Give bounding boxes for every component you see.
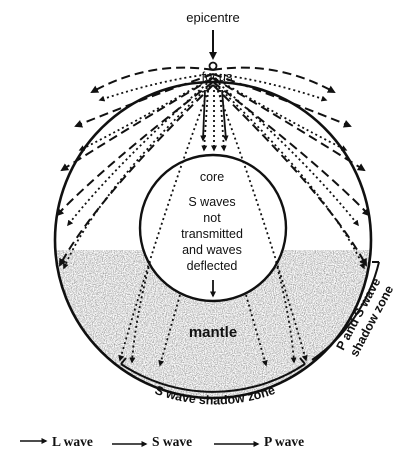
s-wave-path [98,73,212,102]
focus-label: focus [201,69,233,84]
deflected-wave-path [275,261,297,364]
core-note-line: deflected [187,259,238,273]
s-wave-paths [62,73,365,362]
core-note-line: not [203,211,221,225]
l-wave-path [90,66,214,93]
core-circle [138,153,288,303]
core-label: core [200,170,224,184]
mantle-label: mantle [189,324,237,341]
legend-label-p-wave: P wave [264,434,304,449]
l-wave-path [60,77,214,172]
l-wave-path [212,84,367,267]
l-wave-path [74,73,214,128]
deflected-wave-path [245,294,268,367]
legend-label-l-wave: L wave [52,434,93,449]
core-note: S waves not transmitted and waves deflec… [181,195,243,273]
p-wave-path [221,89,229,142]
l-wave-path [212,73,352,128]
p-and-s-wave-shadow-zone-arc [311,261,380,361]
core-note-line: transmitted [181,227,243,241]
focus-point [208,61,218,71]
s-wave-path [215,85,308,362]
l-wave-path [212,77,366,172]
s-wave-path [214,73,328,102]
l-wave-path [212,66,336,93]
legend: L wave S wave P wave [20,434,304,449]
s-wave-path [214,79,359,227]
p-wave-path [200,89,207,142]
legend-label-s-wave: S wave [152,434,192,449]
deflected-wave-path [158,294,181,367]
p-wave-paths [200,89,229,298]
core-note-line: and waves [182,243,242,257]
deflected-wave-paths [129,261,297,367]
s-wave-path [67,79,212,227]
deflected-wave-path [129,261,151,364]
core-note-line: S waves [188,195,235,209]
s-wave-shadow-zone-arc [120,363,306,393]
s-wave-path [62,83,212,270]
s-wave-path [214,83,365,270]
s-wave-path [118,85,211,362]
epicentre-label: epicentre [186,10,239,25]
